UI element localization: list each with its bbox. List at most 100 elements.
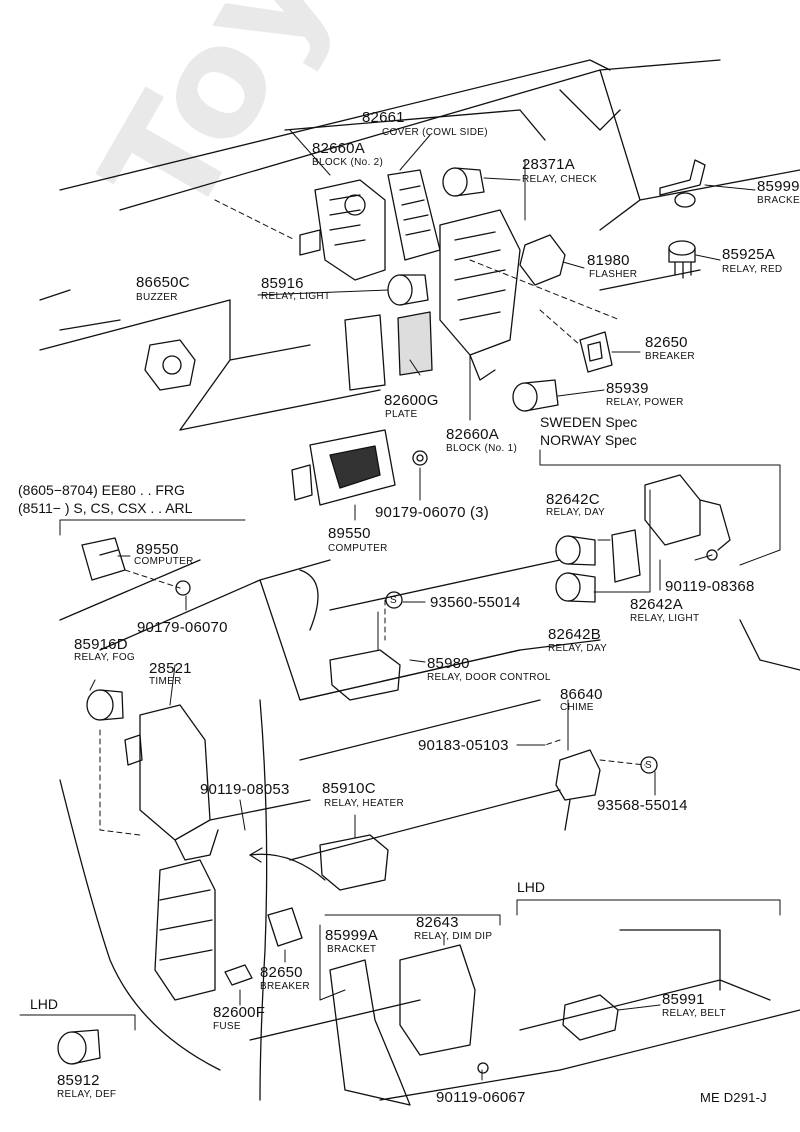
part-90179-top-number: 90179-06070 (3) — [375, 504, 489, 521]
dashed-guides — [99, 199, 646, 836]
part-85999a-number: 85999A — [325, 927, 378, 944]
lhd-label-left: LHD — [30, 996, 59, 1012]
lower-dash-outline — [59, 559, 800, 1101]
part-85991-number: 85991 — [662, 991, 705, 1008]
timer-part — [124, 704, 219, 861]
part-82642a-desc: RELAY, LIGHT — [630, 613, 700, 624]
computer-main-part — [291, 429, 396, 506]
part-82643-desc: RELAY, DIM DIP — [414, 931, 493, 942]
dim-dip-relay-part — [329, 944, 489, 1106]
part-86650c-number: 86650C — [136, 274, 190, 291]
leader-lines — [19, 129, 781, 1081]
part-82642a-number: 82642A — [630, 596, 683, 613]
part-82661-desc: COVER (COWL SIDE) — [382, 127, 488, 138]
part-82600f-desc: FUSE — [213, 1021, 241, 1032]
computer-left-part — [81, 537, 126, 581]
chime-part — [555, 749, 601, 831]
part-90179-left-number: 90179-06070 — [137, 619, 228, 636]
sweden-spec-label: SWEDEN Spec — [540, 414, 638, 430]
power-relay-part — [512, 379, 559, 412]
part-85999-desc: BRACKET — [757, 195, 800, 206]
part-85980-desc: RELAY, DOOR CONTROL — [427, 672, 551, 683]
part-85925a-desc: RELAY, RED — [722, 264, 783, 275]
part-89550-desc: COMPUTER — [328, 543, 388, 554]
part-93568-number: 93568-55014 — [597, 797, 688, 814]
belt-relay-part — [562, 994, 619, 1041]
part-86650c-desc: BUZZER — [136, 292, 178, 303]
part-82643-number: 82643 — [416, 914, 459, 931]
flasher-part — [519, 234, 566, 286]
heater-relay-part — [319, 834, 389, 891]
part-93560-number: 93560-55014 — [430, 594, 521, 611]
arrow — [249, 847, 326, 881]
part-28371a-number: 28371A — [522, 156, 575, 173]
plate-part — [344, 311, 433, 391]
part-82600g-number: 82600G — [384, 392, 439, 409]
part-89550-left-desc: COMPUTER — [134, 556, 194, 567]
block-no1-part — [439, 209, 521, 381]
part-86640-number: 86640 — [560, 686, 603, 703]
part-81980-desc: FLASHER — [589, 269, 638, 280]
part-82650-number: 82650 — [645, 334, 688, 351]
part-85910c-number: 85910C — [322, 780, 376, 797]
def-relay-part — [57, 1029, 101, 1065]
part-82661-number: 82661 — [362, 109, 405, 126]
part-85910c-desc: RELAY, HEATER — [324, 798, 405, 809]
part-85999-number: 85999 — [757, 178, 800, 195]
part-82650-lower-desc: BREAKER — [260, 981, 310, 992]
nut-90179-top-part — [412, 450, 428, 466]
breaker-lower-part — [267, 907, 303, 947]
part-82650-desc: BREAKER — [645, 351, 695, 362]
lower-block-part — [154, 859, 216, 1001]
nut-90179-left-part — [175, 580, 191, 596]
part-86640-desc: CHIME — [560, 702, 594, 713]
part-85912-desc: RELAY, DEF — [57, 1089, 117, 1100]
part-85999a-desc: BRACKET — [327, 944, 377, 955]
part-81980-number: 81980 — [587, 252, 630, 269]
check-relay-part — [442, 167, 485, 197]
part-82660a-number: 82660A — [312, 140, 365, 157]
part-82650-lower-number: 82650 — [260, 964, 303, 981]
part-85916-desc: RELAY, LIGHT — [261, 291, 331, 302]
part-85916d-desc: RELAY, FOG — [74, 652, 135, 663]
part-82642c-desc: RELAY, DAY — [546, 507, 606, 518]
sweden-relays-part — [555, 474, 731, 603]
part-82660a-desc: BLOCK (No. 2) — [312, 157, 384, 168]
diagram-code: ME D291-J — [700, 1090, 767, 1105]
part-85991-desc: RELAY, BELT — [662, 1008, 726, 1019]
part-85939-number: 85939 — [606, 380, 649, 397]
fog-relay-part — [86, 689, 124, 721]
part-82600f-number: 82600F — [213, 1004, 266, 1021]
s-markers — [385, 591, 658, 774]
light-relay-part — [387, 274, 429, 306]
part-85980-number: 85980 — [427, 655, 470, 672]
part-85916d-number: 85916D — [74, 636, 128, 653]
cowl-cover-part — [387, 169, 441, 261]
block-no2-part — [299, 179, 386, 281]
door-control-relay-part — [329, 649, 401, 701]
lhd-label-right: LHD — [517, 879, 546, 895]
part-89550-number: 89550 — [328, 525, 371, 542]
part-90119-08053-number: 90119-08053 — [200, 781, 290, 798]
model-note-1: (8605−8704) EE80 . . FRG — [18, 482, 185, 498]
part-90183-number: 90183-05103 — [418, 737, 509, 754]
part-28521-number: 28521 — [149, 660, 192, 677]
part-85912-number: 85912 — [57, 1072, 100, 1089]
breaker-upper-part — [579, 331, 613, 373]
part-82642c-number: 82642C — [546, 491, 600, 508]
part-85916-number: 85916 — [261, 275, 304, 292]
part-82660a-2-number: 82660A — [446, 426, 499, 443]
fuse-part — [224, 964, 253, 986]
part-82660a-2-desc: BLOCK (No. 1) — [446, 443, 518, 454]
part-82600g-desc: PLATE — [385, 409, 418, 420]
part-82642b-number: 82642B — [548, 626, 601, 643]
model-note-2: (8511− ) S, CS, CSX . . ARL — [18, 500, 193, 516]
part-90119-08368-number: 90119-08368 — [665, 578, 755, 595]
buzzer-part — [144, 339, 196, 391]
part-82642b-desc: RELAY, DAY — [548, 643, 608, 654]
part-85939-desc: RELAY, POWER — [606, 397, 684, 408]
dashboard-outline — [39, 59, 800, 431]
norway-spec-label: NORWAY Spec — [540, 432, 637, 448]
